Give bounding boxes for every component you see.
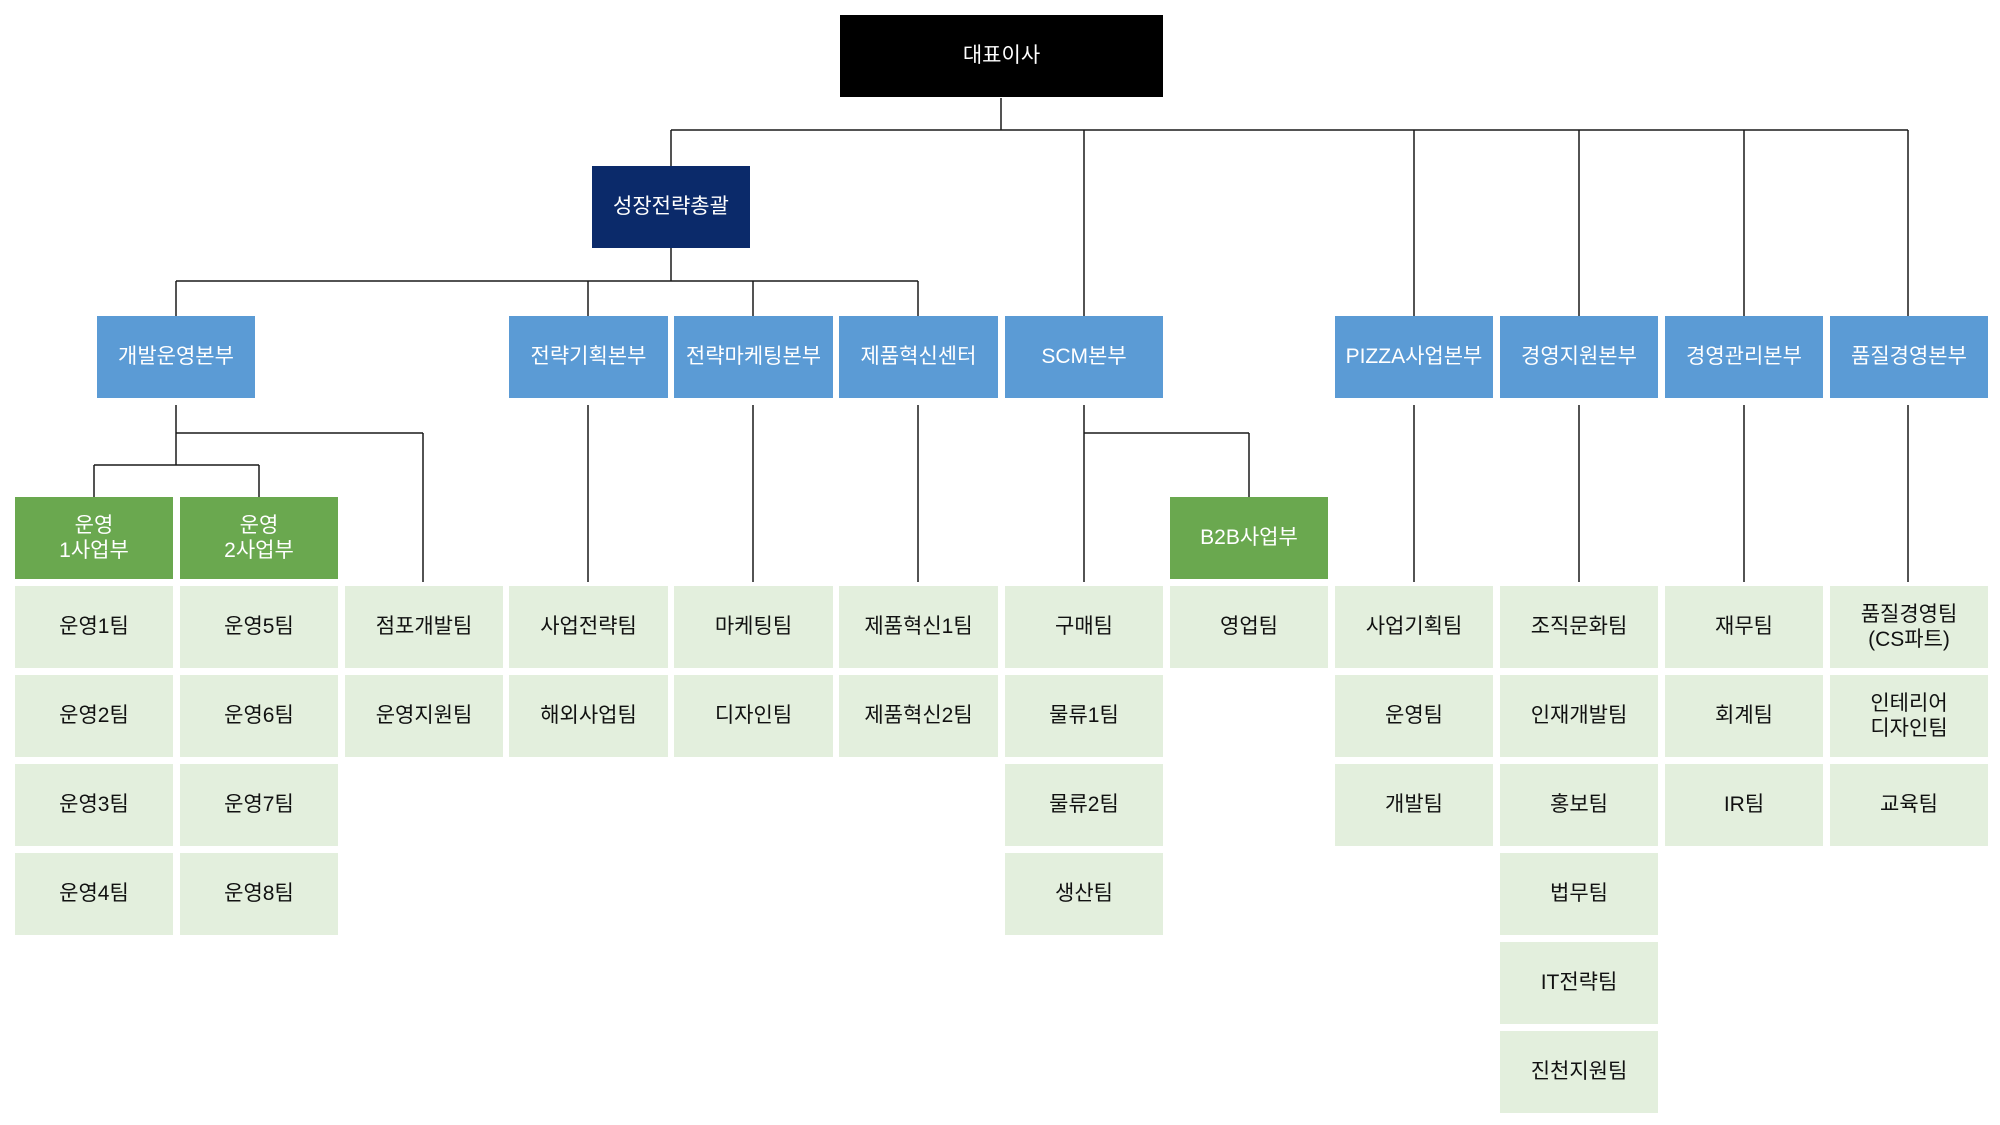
team-box: 해외사업팀	[509, 675, 668, 757]
team-box: 교육팀	[1830, 764, 1988, 846]
team-box: 진천지원팀	[1500, 1031, 1658, 1113]
team-box: 운영1팀	[15, 586, 173, 668]
team-box: 운영2팀	[15, 675, 173, 757]
division-b2b: B2B사업부	[1170, 497, 1328, 579]
hq-strategy: 전략기획본부	[509, 316, 668, 398]
team-box: 운영지원팀	[345, 675, 503, 757]
team-box: 운영3팀	[15, 764, 173, 846]
team-box: 마케팅팀	[674, 586, 833, 668]
team-box: 물류1팀	[1005, 675, 1163, 757]
team-box: 홍보팀	[1500, 764, 1658, 846]
team-box: 운영5팀	[180, 586, 338, 668]
team-box: 사업기획팀	[1335, 586, 1493, 668]
team-box: 영업팀	[1170, 586, 1328, 668]
hq-pizza: PIZZA사업본부	[1335, 316, 1493, 398]
team-box: 운영8팀	[180, 853, 338, 935]
hq-support: 경영지원본부	[1500, 316, 1658, 398]
hq-marketing: 전략마케팅본부	[674, 316, 833, 398]
hq-innovation: 제품혁신센터	[839, 316, 998, 398]
team-box: 제품혁신2팀	[839, 675, 998, 757]
team-box: 조직문화팀	[1500, 586, 1658, 668]
team-box: 인재개발팀	[1500, 675, 1658, 757]
team-box: 운영6팀	[180, 675, 338, 757]
ceo-box: 대표이사	[840, 15, 1163, 97]
team-box: 인테리어 디자인팀	[1830, 675, 1988, 757]
team-box: 운영팀	[1335, 675, 1493, 757]
team-box: IR팀	[1665, 764, 1823, 846]
hq-quality: 품질경영본부	[1830, 316, 1988, 398]
team-box: IT전략팀	[1500, 942, 1658, 1024]
team-box: 디자인팀	[674, 675, 833, 757]
team-box: 운영4팀	[15, 853, 173, 935]
team-box: 생산팀	[1005, 853, 1163, 935]
hq-management: 경영관리본부	[1665, 316, 1823, 398]
growth-strategy-box: 성장전략총괄	[592, 166, 750, 248]
team-box: 사업전략팀	[509, 586, 668, 668]
division-ops2: 운영 2사업부	[180, 497, 338, 579]
team-box: 물류2팀	[1005, 764, 1163, 846]
team-box: 개발팀	[1335, 764, 1493, 846]
team-box: 회계팀	[1665, 675, 1823, 757]
team-box: 법무팀	[1500, 853, 1658, 935]
team-box: 제품혁신1팀	[839, 586, 998, 668]
hq-dev-ops: 개발운영본부	[97, 316, 255, 398]
division-ops1: 운영 1사업부	[15, 497, 173, 579]
team-box: 점포개발팀	[345, 586, 503, 668]
hq-scm: SCM본부	[1005, 316, 1163, 398]
team-box: 품질경영팀 (CS파트)	[1830, 586, 1988, 668]
team-box: 운영7팀	[180, 764, 338, 846]
team-box: 구매팀	[1005, 586, 1163, 668]
team-box: 재무팀	[1665, 586, 1823, 668]
